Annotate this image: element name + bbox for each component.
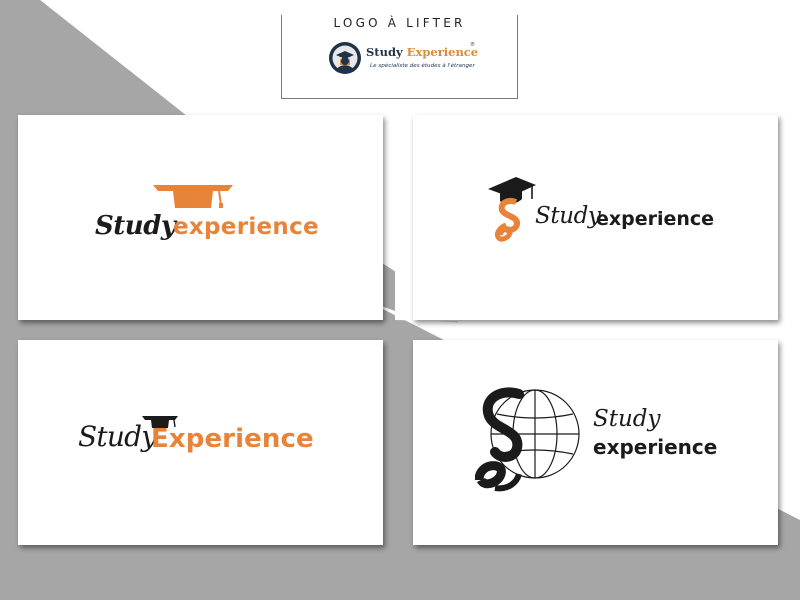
registered-mark: ® bbox=[470, 42, 475, 48]
current-logo-panel: LOGO À LIFTER Study Experience ® Le spéc… bbox=[281, 15, 518, 99]
logo-proposal-card-3[interactable]: Study Experience bbox=[18, 340, 383, 545]
wordmark-study: Study bbox=[593, 406, 661, 432]
current-logo: Study Experience ® Le spécialiste des ét… bbox=[328, 41, 478, 81]
graduation-cap-icon bbox=[153, 185, 233, 208]
wordmark-experience: experience bbox=[593, 435, 718, 459]
wordmark-experience: Experience bbox=[151, 424, 314, 454]
current-logo-name-accent: Experience bbox=[406, 45, 479, 59]
current-logo-tagline: Le spécialiste des études à l'étranger bbox=[370, 63, 475, 69]
wordmark-experience: experience bbox=[596, 208, 715, 230]
current-logo-wordmark: Study Experience bbox=[366, 45, 478, 59]
se-monogram-cap-icon bbox=[488, 177, 536, 242]
wordmark-study: Study bbox=[78, 420, 157, 453]
wordmark-study: Study bbox=[535, 203, 601, 229]
logo-proposal-card-2[interactable]: Study experience bbox=[413, 115, 778, 320]
graduation-cap-icon bbox=[142, 416, 178, 428]
wordmark-experience: experience bbox=[173, 214, 319, 240]
panel-title: LOGO À LIFTER bbox=[333, 16, 466, 30]
se-globe-icon bbox=[475, 387, 580, 492]
wordmark-study: Study bbox=[95, 211, 176, 241]
current-logo-name-main: Study bbox=[366, 45, 407, 59]
logo-proposal-card-4[interactable]: Study experience bbox=[413, 340, 778, 545]
student-emblem-icon bbox=[329, 42, 361, 74]
logo-proposal-card-1[interactable]: Study experience bbox=[18, 115, 383, 320]
